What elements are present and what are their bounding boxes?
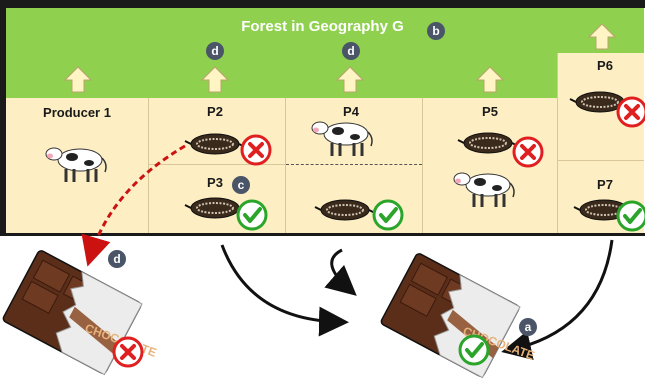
cocoa-bean-icon [457,132,519,154]
right-bar-badge: a [519,318,537,336]
divider [557,53,558,233]
p2-label: P2 [207,104,223,119]
up-arrow-icon [588,23,616,50]
p7-label: P7 [597,177,613,192]
p2-arrow-badge: d [206,42,224,60]
reject-icon [616,96,645,128]
producer-1-label: Producer 1 [43,105,111,120]
dashed-divider [286,164,422,165]
forest-badge: b [427,22,445,40]
cow-icon [44,146,108,184]
cocoa-bean-icon [314,199,376,221]
reject-icon [112,336,144,368]
divider [422,98,423,233]
divider [557,160,644,161]
divider [148,164,285,165]
flow-arrow [501,239,614,361]
p3-label: P3 [207,175,223,190]
up-arrow-icon [476,66,504,93]
reject-icon [512,136,544,168]
cow-icon [310,120,374,158]
top-caption-strip [0,0,645,8]
p5-label: P5 [482,104,498,119]
p6-label: P6 [597,58,613,73]
strip-bottom-border [0,233,645,236]
strip-left-border [0,8,6,236]
p4-arrow-badge: d [342,42,360,60]
accept-icon [458,334,490,366]
reject-icon [240,134,272,166]
up-arrow-icon [201,66,229,93]
p4-label: P4 [343,104,359,119]
cocoa-bean-icon [184,197,246,219]
flow-arrow [324,248,357,296]
up-arrow-icon [336,66,364,93]
accept-icon [236,199,268,231]
p3-badge: c [232,176,250,194]
chocolate-bar-left: CHOCOLATE [1,248,158,376]
cocoa-bean-icon [184,133,246,155]
divider [148,98,149,233]
forest-title: Forest in Geography G [241,18,404,35]
accept-icon [372,199,404,231]
flow-arrow [220,244,349,337]
forest-region [6,8,644,98]
red-dashed-arrow [81,144,186,267]
divider [285,98,286,233]
accept-icon [616,200,645,232]
left-bar-badge: d [108,250,126,268]
up-arrow-icon [64,66,92,93]
cow-icon [452,171,516,209]
